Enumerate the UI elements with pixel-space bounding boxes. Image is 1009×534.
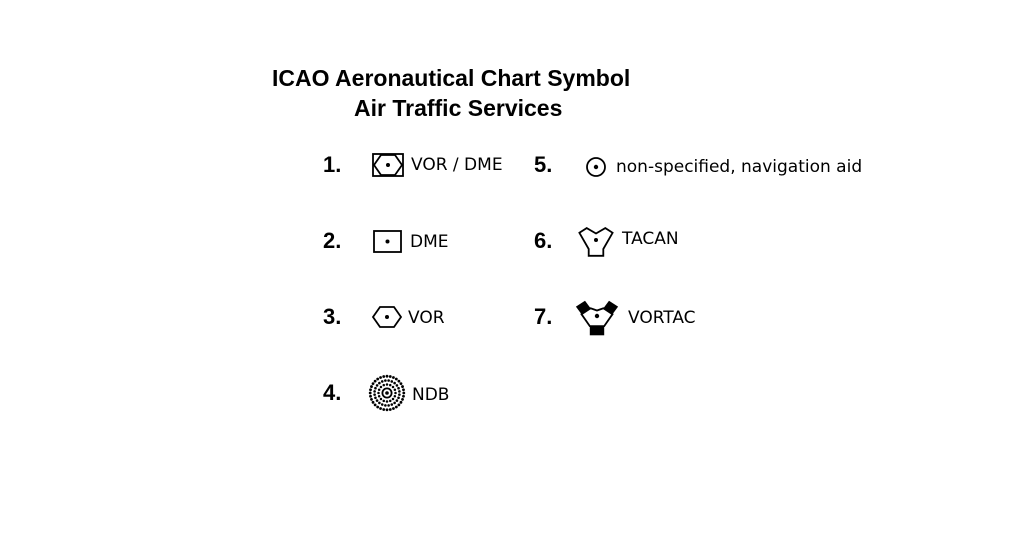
item-number: 2. [323, 228, 342, 253]
item-label: VOR / DME [411, 155, 503, 175]
ndb-dot [369, 388, 372, 392]
ndb-dot [380, 403, 384, 406]
ndb-dot [375, 399, 379, 402]
ndb-dot [390, 380, 394, 383]
ndb-dot [385, 408, 389, 412]
ndb-dot [368, 391, 372, 395]
ndb-dot [379, 385, 383, 389]
ndb-dot [389, 399, 392, 403]
ndb-dot [378, 401, 381, 405]
ndb-dot [402, 391, 406, 395]
ndb-dot [390, 403, 394, 406]
item-number: 5. [534, 152, 553, 177]
item-number: 7. [534, 304, 553, 329]
ndb-dot [377, 395, 381, 398]
ndb-dot [387, 379, 390, 382]
ndb-dot [382, 399, 385, 403]
ndb-dot [397, 396, 400, 400]
legend-title: ICAO Aeronautical Chart Symbol [272, 65, 631, 91]
ndb-dot [377, 388, 381, 391]
ndb-dot [371, 400, 375, 404]
ndb-dot [402, 394, 405, 398]
ndb-dot [395, 384, 399, 387]
ndb-dot [387, 404, 390, 407]
item-label: DME [410, 232, 449, 252]
ndb-dot [395, 399, 399, 402]
item-label: VORTAC [628, 308, 696, 328]
ndb-dot [371, 382, 375, 386]
item-number: 1. [323, 152, 342, 177]
ndb-dot [392, 407, 395, 410]
ndb-dot [397, 386, 400, 390]
ndb-dot [373, 403, 377, 407]
ndb-dot [393, 381, 396, 385]
ndb-dot [375, 384, 379, 387]
item-number: 4. [323, 380, 342, 405]
ndb-dot [399, 400, 403, 404]
ndb-dot [373, 379, 377, 383]
ndb-dot [373, 390, 376, 393]
ndb-dot [379, 407, 382, 410]
ndb-dot [391, 385, 395, 389]
ndb-dot [369, 394, 372, 398]
ndb-dot [382, 383, 385, 387]
ndb-dot [391, 397, 395, 401]
ndb-dot [398, 390, 401, 393]
ndb-dot [401, 385, 404, 388]
ndb-dot [370, 385, 373, 388]
ndb-dot [388, 408, 392, 411]
ndb-dot [380, 380, 384, 383]
ndb-dot [384, 404, 387, 407]
ndb-dot [385, 400, 389, 403]
vortac-icon [575, 300, 619, 336]
ndb-dot [373, 393, 376, 396]
vor-dme-icon [372, 153, 404, 177]
vor-icon [371, 306, 403, 328]
ndb-dot [397, 403, 401, 407]
tacan-icon [578, 227, 614, 257]
ndb-dot [397, 379, 401, 383]
ndb-dot [385, 374, 389, 378]
ndb-dot [393, 388, 397, 391]
ndb-dot [392, 376, 395, 379]
ndb-dot [376, 405, 380, 409]
ndb-dot [394, 405, 398, 409]
ndb-dot [379, 397, 383, 401]
ndb-dot [382, 375, 386, 378]
item-number: 3. [323, 304, 342, 329]
ndb-dot [388, 375, 392, 378]
ndb-dot [398, 393, 401, 396]
ndb-dot [384, 379, 387, 382]
ndb-dot [378, 381, 381, 385]
ndb-dot [370, 398, 373, 401]
item-label: NDB [412, 385, 450, 405]
ndb-dot [376, 377, 380, 381]
ndb-dot [394, 377, 398, 381]
ndb-dot [374, 396, 377, 400]
ndb-dot [394, 391, 397, 395]
item-label: VOR [408, 308, 445, 328]
item-number: 6. [534, 228, 553, 253]
ndb-dot [379, 376, 382, 379]
legend-subtitle: Air Traffic Services [354, 95, 563, 121]
ndb-dot [399, 382, 403, 386]
navaid-icon [586, 157, 606, 177]
ndb-dot [402, 388, 405, 392]
ndb-dot [401, 398, 404, 401]
ndb-dot [385, 383, 389, 386]
ndb-icon [368, 374, 406, 412]
item-label: TACAN [622, 229, 679, 249]
ndb-dot [377, 391, 380, 395]
dme-icon [373, 230, 402, 253]
ndb-dot [389, 383, 392, 387]
ndb-dot [393, 395, 397, 398]
ndb-dot [393, 401, 396, 405]
item-label: non-specified, navigation aid [616, 157, 863, 177]
ndb-dot [374, 386, 377, 390]
ndb-dot [382, 408, 386, 411]
